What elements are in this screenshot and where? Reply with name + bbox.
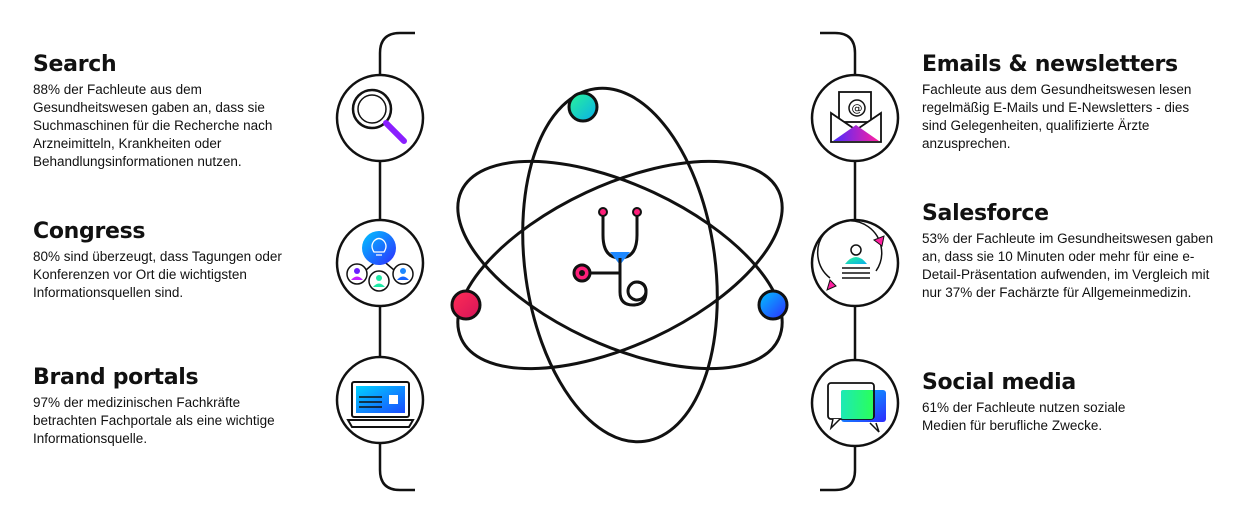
congress-section: Congress 80% sind überzeugt, dass Tagung… — [33, 220, 333, 302]
search-title: Search — [33, 52, 117, 77]
chat-bubbles-icon — [827, 382, 886, 433]
emails-text: Fachleute aus dem Gesundheitswesen lesen… — [922, 82, 1192, 151]
right-timeline-bottom — [820, 446, 857, 492]
social-media-title: Social media — [922, 370, 1076, 395]
left-timeline-bottom — [378, 443, 415, 492]
envelope-icon: @ — [830, 91, 882, 143]
email-circle — [810, 73, 900, 163]
right-timeline-top — [820, 31, 857, 75]
congress-circle — [335, 218, 425, 308]
electron-pink — [450, 289, 482, 321]
rep-cycle-icon — [816, 220, 885, 291]
electron-teal — [567, 91, 599, 123]
svg-text:@: @ — [852, 102, 863, 115]
laptop-icon — [346, 381, 415, 428]
congress-text: 80% sind überzeugt, dass Tagungen oder K… — [33, 249, 282, 300]
magnifier-icon — [351, 88, 407, 144]
congress-title: Congress — [33, 219, 146, 244]
portal-circle — [335, 355, 425, 445]
brand-portals-text: 97% der medizinischen Fachkräfte betrach… — [33, 395, 275, 446]
search-section: Search 88% der Fachleute aus dem Gesundh… — [33, 53, 333, 171]
left-timeline-top — [378, 31, 415, 75]
stethoscope-icon — [572, 215, 648, 307]
earpiece-left — [598, 207, 608, 217]
search-circle — [335, 73, 425, 163]
brand-portals-section: Brand portals 97% der medizinischen Fach… — [33, 366, 333, 448]
search-text: 88% der Fachleute aus dem Gesundheitswes… — [33, 82, 273, 169]
orbit-left — [456, 159, 784, 371]
social-media-text: 61% der Fachleute nutzen soziale Medien … — [922, 400, 1126, 433]
brand-portals-title: Brand portals — [33, 365, 199, 390]
social-media-section: Social media 61% der Fachleute nutzen so… — [922, 371, 1222, 435]
electron-blue — [757, 289, 789, 321]
emails-section: Emails & newsletters Fachleute aus dem G… — [922, 53, 1222, 153]
orbit-right — [456, 159, 784, 371]
orbit-vertical — [521, 86, 719, 444]
salesforce-title: Salesforce — [922, 201, 1049, 226]
lightbulb-people-icon — [346, 231, 414, 292]
salesforce-text: 53% der Fachleute im Gesundheitswesen ga… — [922, 231, 1214, 300]
earpiece-right — [632, 207, 642, 217]
atom-graphic — [456, 86, 784, 444]
salesforce-circle — [810, 218, 900, 308]
salesforce-section: Salesforce 53% der Fachleute im Gesundhe… — [922, 202, 1222, 302]
social-circle — [810, 358, 900, 448]
emails-title: Emails & newsletters — [922, 52, 1178, 77]
